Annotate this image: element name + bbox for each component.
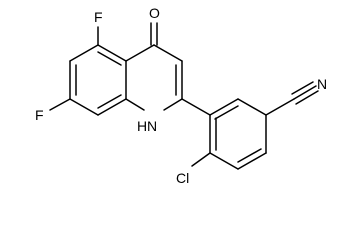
bond xyxy=(214,105,239,120)
bond xyxy=(153,44,183,62)
bond xyxy=(125,44,155,62)
bond xyxy=(97,51,122,66)
molecule-structure: O F F H N Cl N xyxy=(35,5,327,186)
chlorine-label: Cl xyxy=(176,170,189,186)
structure-canvas: O F F H N Cl N xyxy=(35,5,327,186)
bond xyxy=(237,148,262,163)
oxygen-label: O xyxy=(149,5,160,21)
nitrile-nitrogen-label: N xyxy=(317,76,327,92)
bond xyxy=(265,98,295,116)
bond xyxy=(97,98,127,116)
bond xyxy=(209,98,239,116)
bond xyxy=(69,44,99,62)
bond xyxy=(69,98,99,116)
bond xyxy=(163,98,183,111)
bond xyxy=(97,44,127,62)
nitrogen-h-label: H xyxy=(137,118,147,134)
nitrogen-label: N xyxy=(147,118,157,134)
bond xyxy=(295,90,319,105)
bond xyxy=(97,94,122,109)
bond xyxy=(49,98,71,111)
bond xyxy=(237,152,267,170)
bond xyxy=(291,81,314,95)
bond xyxy=(237,98,267,116)
fluorine-label-left: F xyxy=(35,107,44,123)
bond xyxy=(191,152,211,167)
bond xyxy=(125,98,145,111)
bond xyxy=(181,98,211,116)
bond xyxy=(209,152,239,170)
fluorine-label-top: F xyxy=(94,9,103,25)
bond xyxy=(293,85,317,100)
